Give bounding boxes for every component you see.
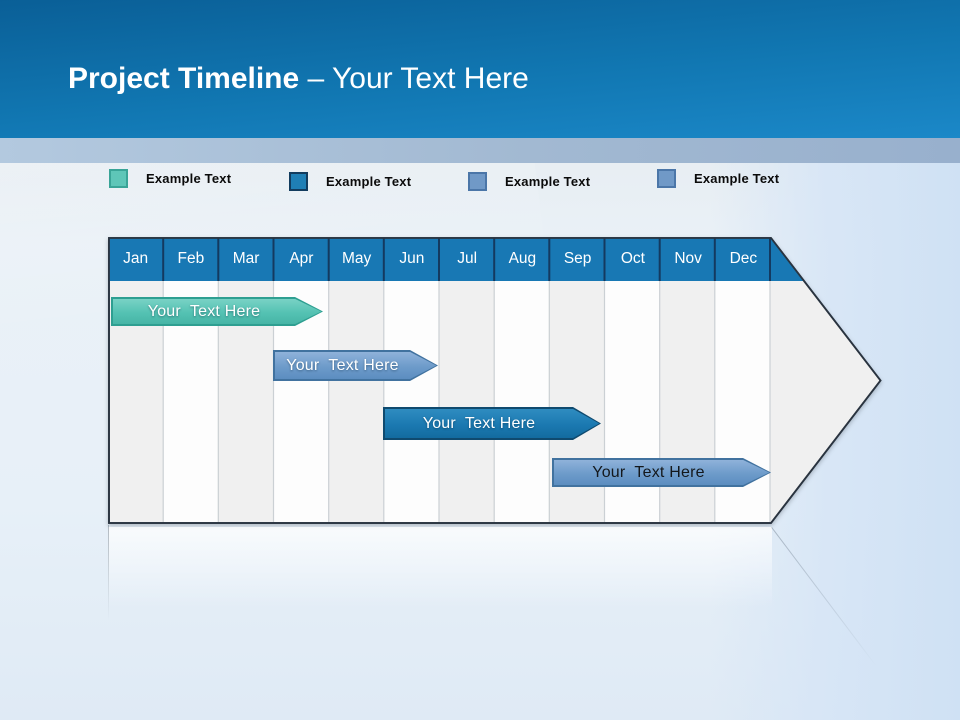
legend-label: Example Text <box>694 171 780 186</box>
gantt-bar-fill <box>275 352 436 379</box>
legend-item: Example Text <box>657 169 779 188</box>
slide-title-main: Project Timeline <box>68 62 300 95</box>
gantt-bar-label: Your Text Here <box>286 356 399 374</box>
month-cell: May <box>341 250 372 267</box>
gantt-bar-4: Your Text Here <box>552 458 771 487</box>
gantt-bar-label: Your Text Here <box>422 414 536 432</box>
month-cell: Jan <box>123 250 149 267</box>
gantt-bar-label: Your Text Here <box>147 302 261 320</box>
month-cell: Jul <box>457 250 478 267</box>
slide-title: Project Timeline – Your Text Here <box>68 60 529 98</box>
month-cell: Sep <box>563 250 592 267</box>
legend-label: Example Text <box>146 171 232 186</box>
timeline-gantt: Jan Feb Mar Apr May Jun Jul Aug Sep Oct … <box>108 237 882 525</box>
header-divider-band <box>0 138 960 163</box>
month-cell: Aug <box>508 250 537 267</box>
legend-item: Example Text <box>468 172 590 191</box>
table-reflection <box>108 527 772 622</box>
legend-label: Example Text <box>326 174 412 189</box>
gantt-bar-2: Your Text Here <box>273 350 438 381</box>
month-cell: Apr <box>289 250 314 267</box>
legend-swatch-blue <box>468 172 487 191</box>
month-cell: Mar <box>232 250 260 267</box>
legend-swatch-blue <box>657 169 676 188</box>
slide-title-placeholder: – Your Text Here <box>299 62 529 95</box>
legend-item: Example Text <box>289 172 411 191</box>
table-reflection-left-edge <box>108 525 109 620</box>
month-header-row: Jan Feb Mar Apr May Jun Jul Aug Sep Oct … <box>108 237 771 281</box>
gantt-bar-label: Your Text Here <box>592 463 705 481</box>
gantt-bar-fill <box>554 460 769 485</box>
gantt-bar-fill <box>385 409 599 438</box>
legend-item: Example Text <box>109 169 231 188</box>
month-cell: Jun <box>399 250 425 267</box>
gantt-bar-1: Your Text Here <box>111 297 323 326</box>
gantt-bar-fill <box>113 299 321 324</box>
month-cell: Feb <box>177 250 205 267</box>
month-cell: Dec <box>729 250 758 267</box>
gantt-bar-3: Your Text Here <box>383 407 601 440</box>
legend-label: Example Text <box>505 174 591 189</box>
legend-swatch-teal <box>109 169 128 188</box>
month-cell: Oct <box>620 250 645 267</box>
legend-swatch-darkblue <box>289 172 308 191</box>
slide-header <box>0 0 960 138</box>
month-cell: Nov <box>674 250 702 267</box>
